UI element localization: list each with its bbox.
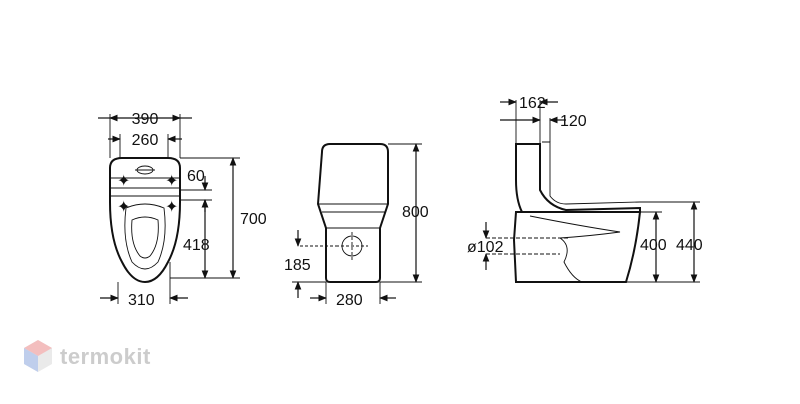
dim-440: 440: [676, 237, 703, 254]
svg-text:✦: ✦: [165, 173, 178, 190]
dim-total-width: 390: [132, 111, 159, 128]
front-view: 800 185 280: [284, 143, 429, 309]
svg-text:✦: ✦: [117, 173, 130, 190]
svg-text:✦: ✦: [165, 199, 178, 216]
dim-tank-width: 260: [132, 132, 159, 149]
dim-front-base: 280: [336, 292, 363, 309]
top-view: ✦ ✦ ✦ ✦ 390 260 60 700 418: [98, 111, 267, 309]
dim-60: 60: [187, 168, 205, 185]
dim-outlet-height: 185: [284, 257, 311, 274]
dim-120: 120: [560, 113, 587, 130]
dim-pipe-diameter: ø102: [467, 239, 504, 256]
dim-base-width: 310: [128, 292, 155, 309]
watermark: termokit: [24, 340, 151, 372]
dim-418: 418: [183, 237, 210, 254]
side-view: 162 120 ø102 400 440: [467, 95, 703, 283]
side-view-tank: [515, 143, 641, 217]
front-view-outline: [316, 143, 389, 283]
side-view-bowl: [512, 211, 642, 283]
dim-height: 700: [240, 211, 267, 228]
watermark-text: termokit: [60, 344, 151, 369]
dim-front-height: 800: [402, 204, 429, 221]
dim-400: 400: [640, 237, 667, 254]
dim-162: 162: [519, 95, 546, 112]
top-view-outline: [109, 157, 181, 284]
watermark-logo-icon: [24, 340, 52, 372]
svg-text:✦: ✦: [117, 199, 130, 216]
